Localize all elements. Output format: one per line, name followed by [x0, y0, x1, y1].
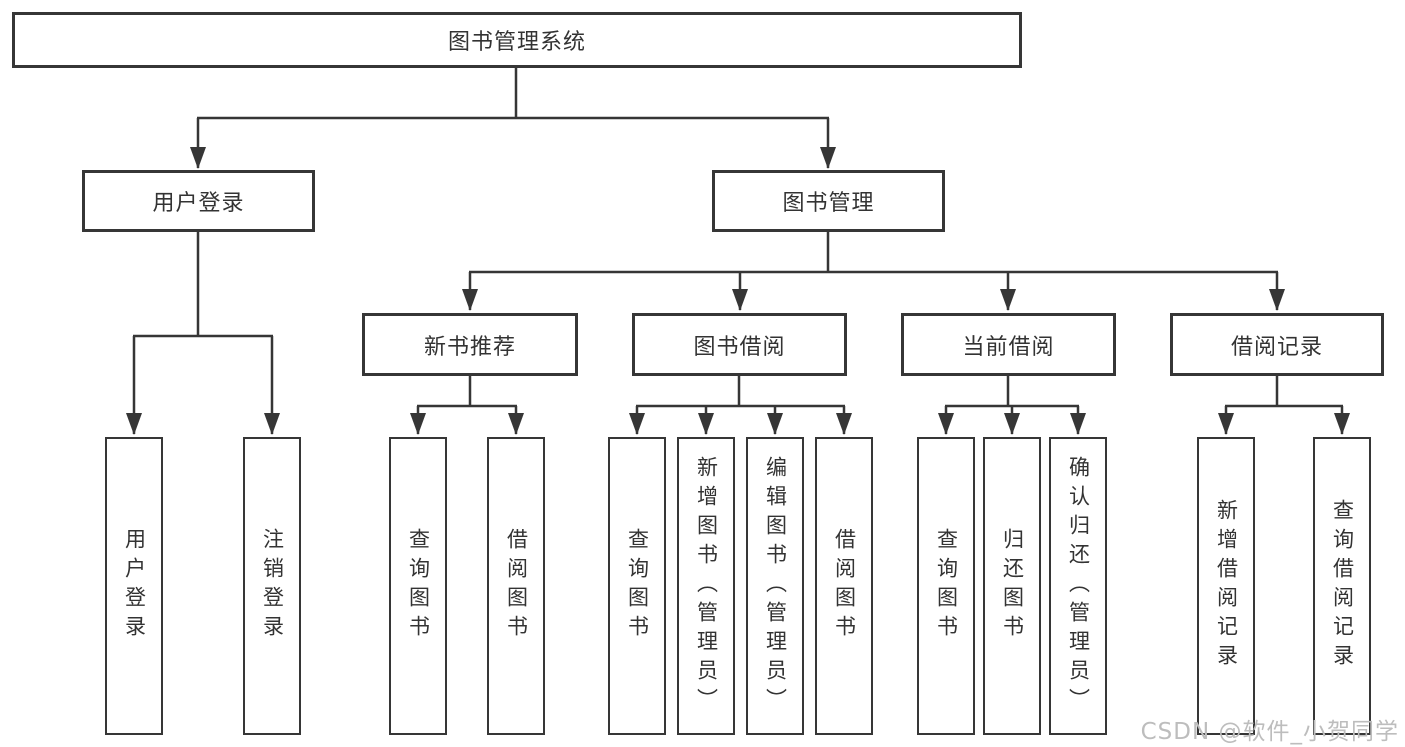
node-label: 借阅记录 — [1230, 334, 1323, 360]
node-label: 当前借阅 — [962, 334, 1055, 360]
node-label: 新增图书（管理员） — [694, 455, 719, 717]
connector-user-login-children — [126, 232, 280, 435]
leaf-records-add-record: 新增借阅记录 — [1197, 437, 1255, 735]
node-label: 新书推荐 — [423, 334, 516, 360]
leaf-records-query-record: 查询借阅记录 — [1313, 437, 1371, 735]
connector-root-to-level2 — [190, 68, 836, 169]
node-book-borrowing: 图书借阅 — [632, 313, 847, 376]
connector-borrowing-records-children — [1218, 376, 1350, 435]
node-book-management: 图书管理 — [712, 170, 945, 232]
node-system-root: 图书管理系统 — [12, 12, 1022, 68]
leaf-recommend-borrow-book: 借阅图书 — [487, 437, 545, 735]
leaf-recommend-query-book: 查询图书 — [389, 437, 447, 735]
leaf-user-login: 用户登录 — [105, 437, 163, 735]
leaf-current-query-book: 查询图书 — [917, 437, 975, 735]
leaf-borrowing-add-book-admin: 新增图书（管理员） — [677, 437, 735, 735]
node-label: 查询图书 — [406, 528, 431, 644]
leaf-borrowing-borrow-book: 借阅图书 — [815, 437, 873, 735]
leaf-current-confirm-return-admin: 确认归还（管理员） — [1049, 437, 1107, 735]
leaf-borrowing-query-book: 查询图书 — [608, 437, 666, 735]
connector-book-management-children — [462, 232, 1285, 311]
node-label: 查询图书 — [625, 528, 650, 644]
node-label: 用户登录 — [152, 191, 245, 216]
connector-new-book-recommend-children — [410, 376, 524, 435]
node-label: 借阅图书 — [504, 528, 529, 644]
node-label: 确认归还（管理员） — [1066, 455, 1091, 717]
node-label: 用户登录 — [122, 528, 147, 644]
node-user-login: 用户登录 — [82, 170, 315, 232]
node-label: 注销登录 — [260, 528, 285, 644]
node-new-book-recommend: 新书推荐 — [362, 313, 578, 376]
leaf-borrowing-edit-book-admin: 编辑图书（管理员） — [746, 437, 804, 735]
node-label: 查询图书 — [934, 528, 959, 644]
node-label: 归还图书 — [1000, 528, 1025, 644]
node-label: 图书管理 — [782, 191, 875, 216]
node-label: 图书借阅 — [693, 334, 786, 360]
leaf-current-return-book: 归还图书 — [983, 437, 1041, 735]
node-current-borrowing: 当前借阅 — [901, 313, 1116, 376]
node-label: 图书管理系统 — [447, 30, 586, 55]
csdn-watermark: CSDN @软件_小贺同学 — [1140, 719, 1399, 745]
connector-current-borrowing-children — [938, 376, 1086, 435]
node-label: 编辑图书（管理员） — [763, 455, 788, 717]
node-label: 查询借阅记录 — [1330, 499, 1355, 673]
node-borrowing-records: 借阅记录 — [1170, 313, 1384, 376]
connector-book-borrowing-children — [629, 376, 852, 435]
leaf-logout: 注销登录 — [243, 437, 301, 735]
node-label: 新增借阅记录 — [1214, 499, 1239, 673]
node-label: 借阅图书 — [832, 528, 857, 644]
